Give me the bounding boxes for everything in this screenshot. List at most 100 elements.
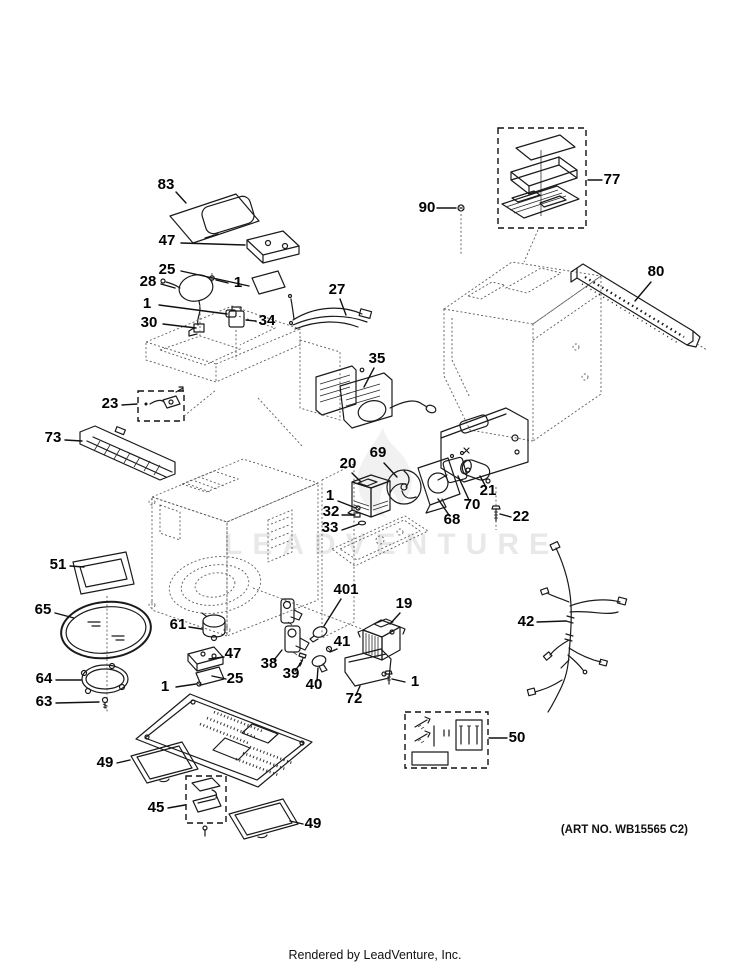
part-label-401: 401 [333, 581, 358, 598]
screw-63 [101, 696, 109, 709]
part-label-42: 42 [518, 613, 535, 630]
fan-assembly [386, 447, 491, 514]
part-label-25a: 25 [159, 261, 176, 278]
clip-30 [188, 323, 205, 337]
part-label-80: 80 [648, 263, 665, 280]
part-label-1d: 1 [161, 678, 169, 695]
leader-line-401 [323, 598, 342, 627]
screw-22 [491, 487, 501, 530]
part-label-70: 70 [464, 496, 481, 513]
cabinet-wrap [442, 261, 603, 442]
leader-line-25b [211, 675, 227, 680]
part-label-47b: 47 [225, 645, 242, 662]
perforation [199, 710, 293, 777]
part-label-19: 19 [396, 595, 413, 612]
leader-line-83 [175, 191, 187, 204]
leader-line-40 [316, 667, 319, 682]
leader-line-33 [341, 523, 360, 531]
leader-line-63 [55, 701, 100, 704]
part-label-73: 73 [45, 429, 62, 446]
part-label-30: 30 [141, 314, 158, 331]
transformer-20 [347, 474, 391, 518]
part-label-51: 51 [50, 556, 67, 573]
part-label-40: 40 [306, 676, 323, 693]
screw-90 [457, 204, 539, 263]
part-label-64: 64 [36, 670, 53, 687]
wire-27 [287, 293, 373, 330]
leader-line-1c [337, 500, 357, 509]
part-label-1c: 1 [326, 487, 334, 504]
clip-401 [309, 626, 328, 643]
part-label-69: 69 [370, 444, 387, 461]
part-label-65: 65 [35, 601, 52, 618]
hardware-kit-50 [404, 711, 489, 769]
vent-rail-80 [570, 263, 708, 351]
part-label-23: 23 [102, 395, 119, 412]
part-label-77: 77 [604, 171, 621, 188]
leader-line-61 [188, 626, 203, 630]
leader-line-34 [245, 319, 257, 322]
part-label-21: 21 [480, 482, 497, 499]
leadventure-watermark-text: LEADVENTURE [224, 528, 560, 561]
part-label-28: 28 [140, 273, 157, 290]
part-label-25b: 25 [227, 670, 244, 687]
part-label-35: 35 [369, 350, 386, 367]
part-label-38: 38 [261, 655, 278, 672]
part-label-49b: 49 [305, 815, 322, 832]
renderer-credit: Rendered by LeadVenture, Inc. [288, 948, 462, 962]
leader-line-1b [158, 304, 228, 315]
part-label-90: 90 [419, 199, 436, 216]
part-label-34: 34 [259, 312, 276, 329]
roller-ring-64 [80, 662, 129, 695]
part-label-32: 32 [323, 503, 340, 520]
leader-line-1e [391, 678, 406, 683]
leader-line-69 [383, 462, 398, 478]
leader-line-22 [499, 513, 512, 518]
part-label-83: 83 [158, 176, 175, 193]
part-label-1e: 1 [411, 673, 419, 690]
screw-1d [196, 681, 202, 687]
part-label-20: 20 [340, 455, 357, 472]
part-label-1b: 1 [143, 295, 151, 312]
leader-line-35 [363, 367, 375, 388]
leader-line-70 [457, 475, 470, 501]
leader-line-47b [208, 656, 225, 660]
fan-mount-plate [440, 407, 529, 483]
leader-line-73 [64, 439, 83, 442]
thermostat-23 [137, 386, 217, 422]
part-label-22: 22 [513, 508, 530, 525]
part-label-61: 61 [170, 616, 187, 633]
filter-49a [130, 741, 199, 784]
grille-bar-73 [79, 425, 176, 481]
base-plate [135, 693, 313, 788]
leader-line-39 [294, 660, 303, 672]
leader-line-42 [536, 620, 567, 623]
filter-kit-77 [497, 127, 587, 229]
leader-line-19 [389, 612, 401, 625]
leader-line-49a [116, 759, 131, 764]
plug-40 [311, 655, 328, 673]
part-label-1a: 1 [234, 274, 242, 291]
leader-line-49b [289, 820, 304, 825]
leader-line-23 [121, 403, 138, 406]
leader-line-72 [355, 685, 361, 696]
plate-25 [251, 270, 286, 295]
part-label-68: 68 [444, 511, 461, 528]
leader-line-30 [162, 323, 197, 329]
kit-45 [185, 775, 227, 837]
leader-line-47a [180, 242, 246, 246]
filter-49b [228, 798, 299, 840]
thermistor-28 [160, 274, 214, 326]
leader-line-21 [479, 475, 487, 488]
top-cover-83 [169, 193, 260, 244]
part-label-49a: 49 [97, 754, 114, 771]
frame-51 [72, 551, 135, 595]
leader-line-45 [167, 804, 186, 809]
oven-cavity [148, 458, 355, 639]
screw-41 [325, 645, 333, 653]
part-label-41: 41 [334, 633, 351, 650]
art-number: (ART NO. WB15565 C2) [560, 824, 688, 836]
